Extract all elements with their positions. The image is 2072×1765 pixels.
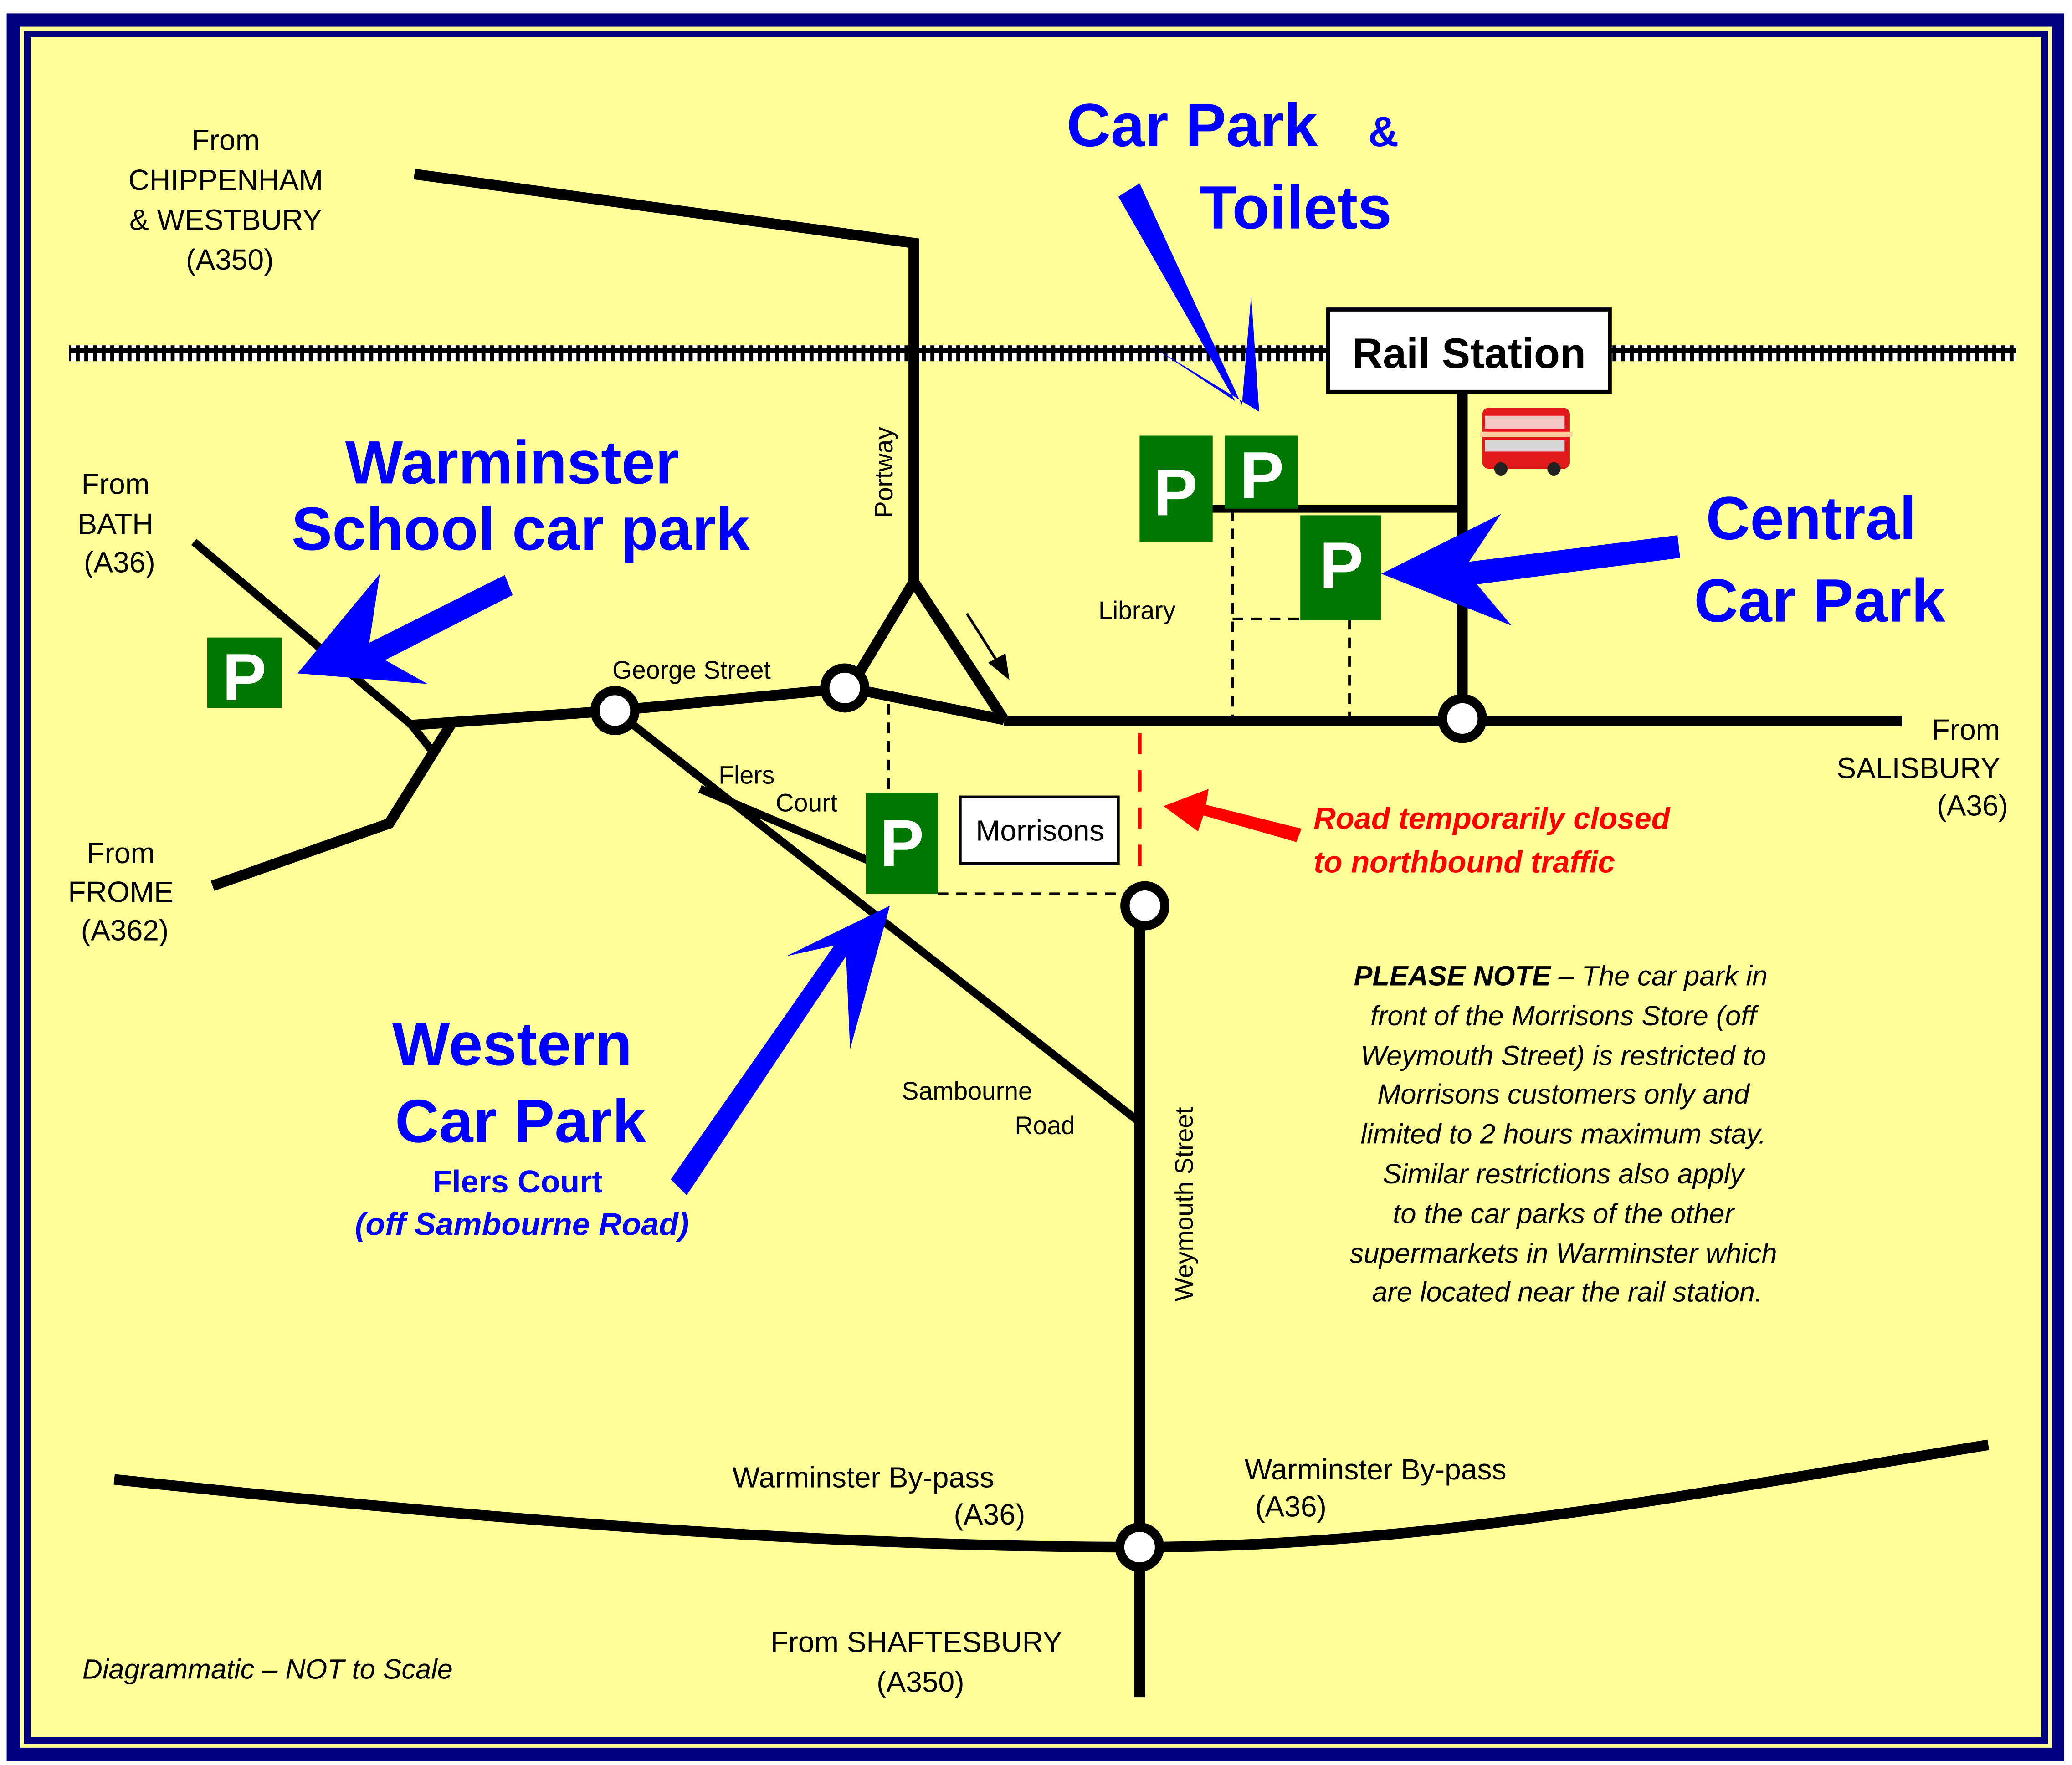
parking-icon: P	[1319, 528, 1364, 603]
roundabout-weymouth	[1120, 881, 1169, 931]
callout-western: Western Car Park	[392, 1010, 649, 1155]
street-sambourne: Sambourne Road	[902, 1077, 1075, 1140]
rail-station[interactable]: Rail Station	[1326, 307, 1612, 394]
rail-station-label: Rail Station	[1352, 330, 1586, 377]
street-labels: Portway George Street Flers Court Sambou…	[612, 427, 1515, 1531]
please-note: PLEASE NOTE – The car park in front of t…	[1350, 960, 1785, 1307]
road-george-street	[614, 682, 851, 716]
footpaths	[887, 510, 1351, 895]
road-george-to-main	[849, 682, 1005, 725]
road-portway-triangle	[845, 572, 1009, 723]
one-way-arrowhead-icon	[988, 653, 1010, 680]
scale-note: Diagrammatic – NOT to Scale	[82, 1653, 453, 1684]
roundabout-george-street	[820, 663, 870, 713]
map-frame	[6, 13, 2064, 1761]
origin-chippenham: From CHIPPENHAM & WESTBURY (A350)	[128, 124, 331, 276]
car-park-school[interactable]: P	[207, 637, 282, 714]
road-frome	[210, 718, 458, 891]
car-park-toilets-2[interactable]: P	[1224, 435, 1298, 512]
street-flers-court: Flers Court	[718, 761, 837, 817]
car-park-signs: P P P P P	[207, 435, 1381, 894]
arrow-closure-icon	[1163, 788, 1302, 842]
parking-icon: P	[880, 806, 924, 880]
origin-shaftesbury: From SHAFTESBURY (A350)	[770, 1626, 1070, 1698]
callout-labels: Car Park & Toilets Warminster School car…	[292, 92, 1946, 1242]
callout-central: Central Car Park	[1694, 485, 1945, 635]
origin-frome: From FROME (A362)	[68, 837, 181, 946]
road-chippenham	[414, 169, 919, 582]
roundabout-bypass	[1115, 1522, 1164, 1572]
morrisons-store[interactable]: Morrisons	[959, 795, 1120, 865]
callout-car-park-toilets: Car Park & Toilets	[1067, 92, 1416, 242]
street-weymouth: Weymouth Street	[1170, 1107, 1198, 1302]
car-park-central[interactable]: P	[1300, 515, 1381, 620]
bus-icon	[1479, 408, 1573, 476]
roundabout-station	[1437, 694, 1487, 743]
closure-notice: Road temporarily closed to northbound tr…	[1313, 801, 1678, 879]
origin-salisbury: From SALISBURY (A36)	[1836, 713, 2008, 822]
one-way-arrow-shaft	[965, 613, 1000, 665]
callout-warminster-school: Warminster School car park	[292, 429, 750, 563]
arrow-school-car-park-icon	[297, 573, 513, 684]
arrow-central-car-park-icon	[1381, 514, 1680, 626]
roundabouts	[590, 663, 1487, 1572]
callout-western-sub: Flers Court (off Sambourne Road)	[355, 1164, 689, 1242]
street-portway: Portway	[870, 427, 898, 518]
roundabout-west	[590, 686, 640, 735]
morrisons-label: Morrisons	[976, 814, 1104, 847]
library-label: Library	[1098, 596, 1176, 624]
origin-labels: From CHIPPENHAM & WESTBURY (A350) From B…	[68, 124, 2008, 1698]
origin-bath: From BATH (A36)	[77, 468, 161, 579]
arrow-car-park-toilets-icon	[1118, 183, 1259, 412]
parking-icon: P	[1154, 455, 1198, 529]
street-bypass-west: Warminster By-pass (A36)	[732, 1461, 1025, 1531]
railway-line	[69, 345, 2016, 362]
road-west-link	[411, 705, 615, 731]
parking-icon: P	[1240, 438, 1284, 512]
road-flers-court	[698, 785, 871, 865]
car-park-toilets-1[interactable]: P	[1139, 435, 1213, 542]
arrow-western-car-park-icon	[671, 906, 890, 1196]
street-bypass-east: Warminster By-pass (A36)	[1245, 1453, 1515, 1523]
road-slip	[408, 722, 435, 753]
callout-arrows	[297, 183, 1680, 1196]
street-george: George Street	[612, 656, 771, 684]
parking-icon: P	[222, 640, 267, 714]
car-park-western[interactable]: P	[866, 793, 938, 894]
